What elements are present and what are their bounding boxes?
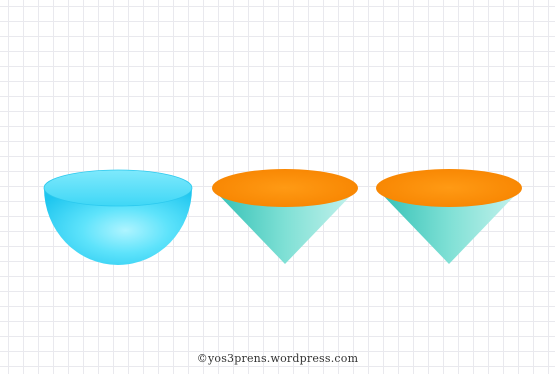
hemisphere-rim: [44, 170, 192, 206]
cone-1-top: [212, 169, 358, 207]
cone-2-top: [376, 169, 522, 207]
cone-1: [212, 169, 358, 264]
credit-text: ©yos3prens.wordpress.com: [0, 352, 555, 365]
cone-2: [376, 169, 522, 264]
hemisphere: [44, 170, 192, 265]
